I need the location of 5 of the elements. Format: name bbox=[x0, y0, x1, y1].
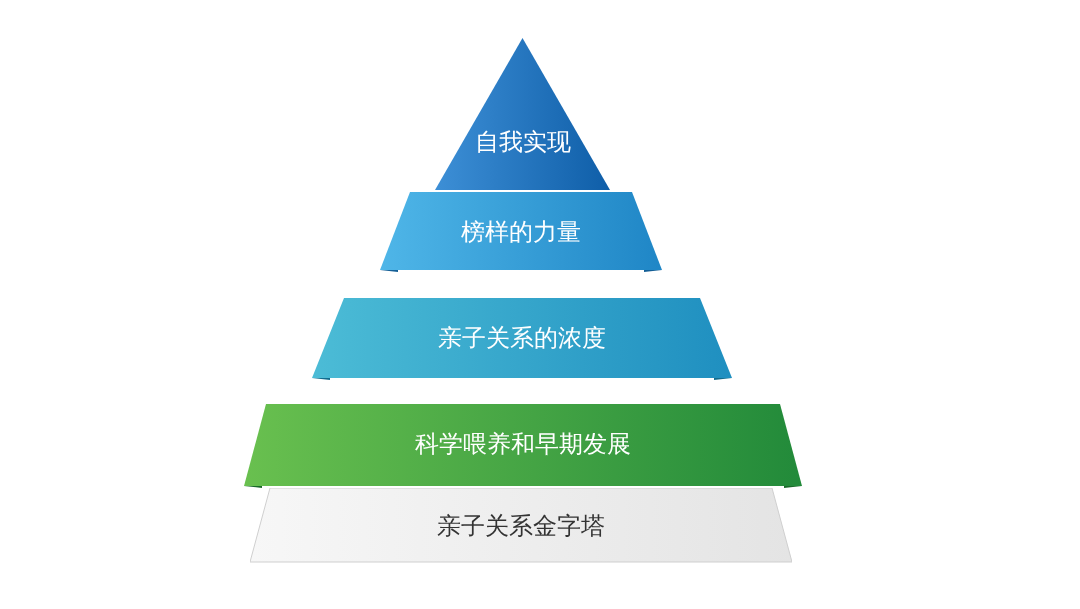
tier-label: 榜样的力量 bbox=[461, 217, 581, 248]
tier-label: 自我实现 bbox=[474, 127, 571, 158]
tier-label: 科学喂养和早期发展 bbox=[415, 429, 631, 460]
tier-label: 亲子关系金字塔 bbox=[437, 511, 605, 542]
tier-label: 亲子关系的浓度 bbox=[438, 323, 606, 354]
